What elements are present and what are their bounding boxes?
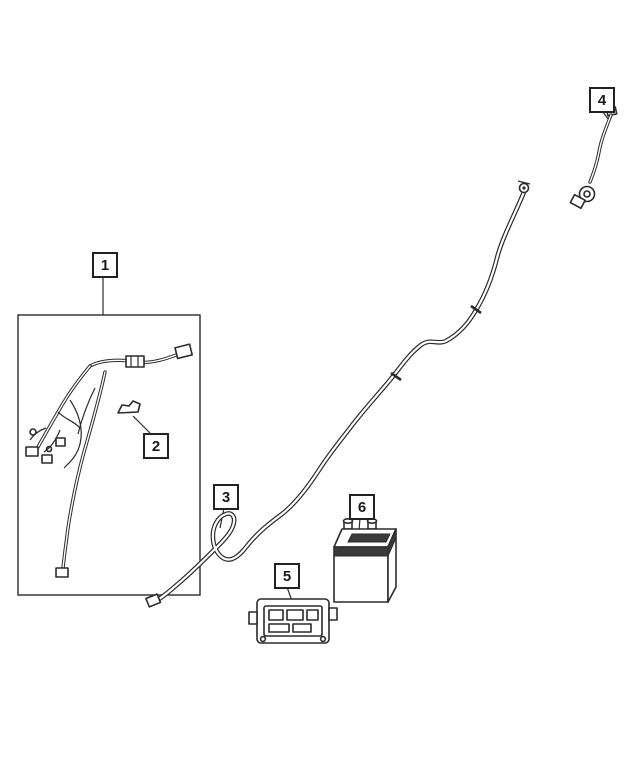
part3-battery-cable (145, 180, 531, 608)
part6-battery (333, 517, 397, 603)
callout-3[interactable]: 3 (213, 484, 239, 510)
callout-4[interactable]: 4 (589, 87, 615, 113)
part5-battery-tray (248, 598, 338, 644)
callout-6[interactable]: 6 (349, 494, 375, 520)
part2-clip (117, 400, 141, 414)
callout-2[interactable]: 2 (143, 433, 169, 459)
callout-1[interactable]: 1 (92, 252, 118, 278)
part1-boundary-box (17, 314, 201, 596)
part1-wiring-harness (25, 343, 194, 578)
part4-sensor-wire (569, 106, 618, 210)
callout-5[interactable]: 5 (274, 563, 300, 589)
